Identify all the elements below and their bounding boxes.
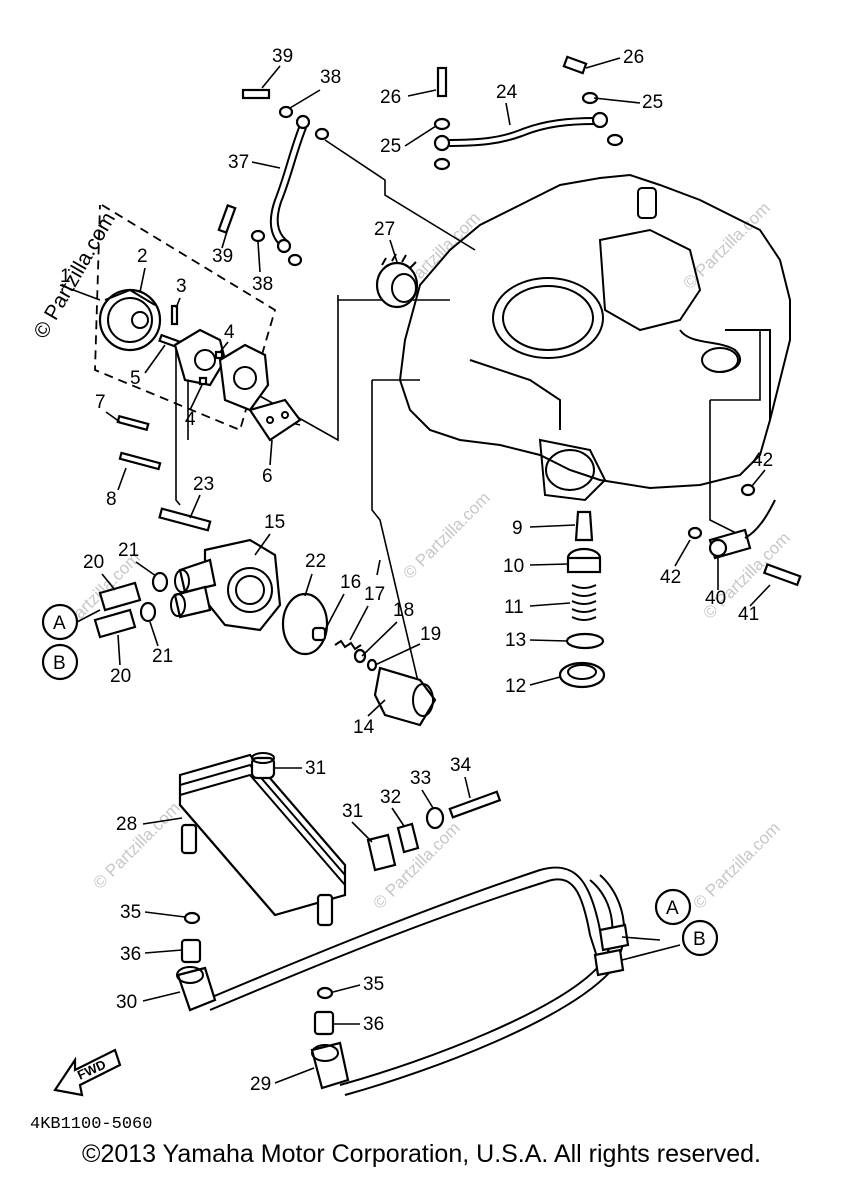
callout-3: 3: [176, 276, 187, 297]
oil-cooler: [178, 752, 502, 1036]
callout-4a: 4: [224, 322, 235, 343]
callouts: 39 38 37 39 38 26 24 26 25 25 27 2 1 3 4…: [59, 46, 773, 1095]
callout-6: 6: [262, 466, 273, 487]
callout-27: 27: [374, 219, 395, 240]
callout-21a: 21: [118, 540, 139, 561]
callout-5: 5: [130, 368, 141, 389]
callout-29: 29: [250, 1074, 271, 1095]
oil-pump-group: [94, 204, 302, 471]
connector-a-left: A: [53, 613, 66, 634]
callout-25b: 25: [642, 92, 663, 113]
callout-25a: 25: [380, 136, 401, 157]
oil-pipe-37: [217, 88, 330, 267]
callout-17: 17: [364, 584, 385, 605]
relief-valve: [558, 510, 606, 689]
callout-42a: 42: [752, 450, 773, 471]
callout-20b: 20: [110, 666, 131, 687]
callout-16: 16: [340, 572, 361, 593]
callout-39a: 39: [272, 46, 293, 67]
connector-markers: A B A B: [41, 603, 719, 957]
connector-b-left: B: [53, 653, 66, 674]
connector-a-right: A: [666, 898, 679, 919]
filter-housing: [93, 507, 437, 727]
union-bolt-assembly: [687, 483, 802, 587]
oil-pipe-24: [433, 55, 624, 171]
callout-31b: 31: [342, 801, 363, 822]
callout-33: 33: [410, 768, 431, 789]
callout-28: 28: [116, 814, 137, 835]
callout-35a: 35: [120, 902, 141, 923]
callout-2: 2: [137, 246, 148, 267]
callout-38b: 38: [252, 274, 273, 295]
callout-26b: 26: [623, 47, 644, 68]
callout-7: 7: [95, 392, 106, 413]
callout-15: 15: [264, 512, 285, 533]
callout-39b: 39: [212, 246, 233, 267]
callout-42b: 42: [660, 567, 681, 588]
callout-24: 24: [496, 82, 518, 103]
callout-26a: 26: [380, 87, 401, 108]
watermark-5: © Partzilla.com: [89, 798, 183, 892]
crankcase: [398, 173, 791, 502]
callout-36b: 36: [363, 1014, 384, 1035]
callout-32: 32: [380, 787, 401, 808]
gear-27: [375, 253, 419, 309]
fwd-arrow: FWD: [53, 1048, 122, 1097]
callout-31a: 31: [305, 758, 326, 779]
callout-18: 18: [393, 600, 414, 621]
callout-19: 19: [420, 624, 441, 645]
callout-20a: 20: [83, 552, 104, 573]
callout-9: 9: [512, 518, 523, 539]
callout-12: 12: [505, 676, 526, 697]
callout-36a: 36: [120, 944, 141, 965]
callout-13: 13: [505, 630, 526, 651]
callout-21b: 21: [152, 646, 173, 667]
connector-b-right: B: [693, 929, 706, 950]
callout-1: 1: [60, 266, 71, 287]
callout-8: 8: [106, 489, 117, 510]
oil-hoses: [176, 866, 681, 1096]
callout-10: 10: [503, 556, 524, 577]
watermark-7: © Partzilla.com: [689, 818, 783, 912]
callout-38a: 38: [320, 67, 341, 88]
callout-30: 30: [116, 992, 137, 1013]
callout-22: 22: [305, 551, 326, 572]
callout-34: 34: [450, 755, 472, 776]
leader-lines: [175, 139, 761, 691]
callout-14: 14: [353, 717, 375, 738]
drawing-code: 4KB1100-5060: [30, 1115, 152, 1134]
copyright-notice: ©2013 Yamaha Motor Corporation, U.S.A. A…: [82, 1140, 761, 1168]
callout-11: 11: [504, 597, 524, 618]
watermark-3: © Partzilla.com: [399, 488, 493, 582]
callout-40: 40: [705, 588, 726, 609]
callout-35b: 35: [363, 974, 384, 995]
callout-37: 37: [228, 152, 249, 173]
callout-23: 23: [193, 474, 214, 495]
callout-4b: 4: [185, 409, 196, 430]
callout-41: 41: [738, 604, 759, 625]
